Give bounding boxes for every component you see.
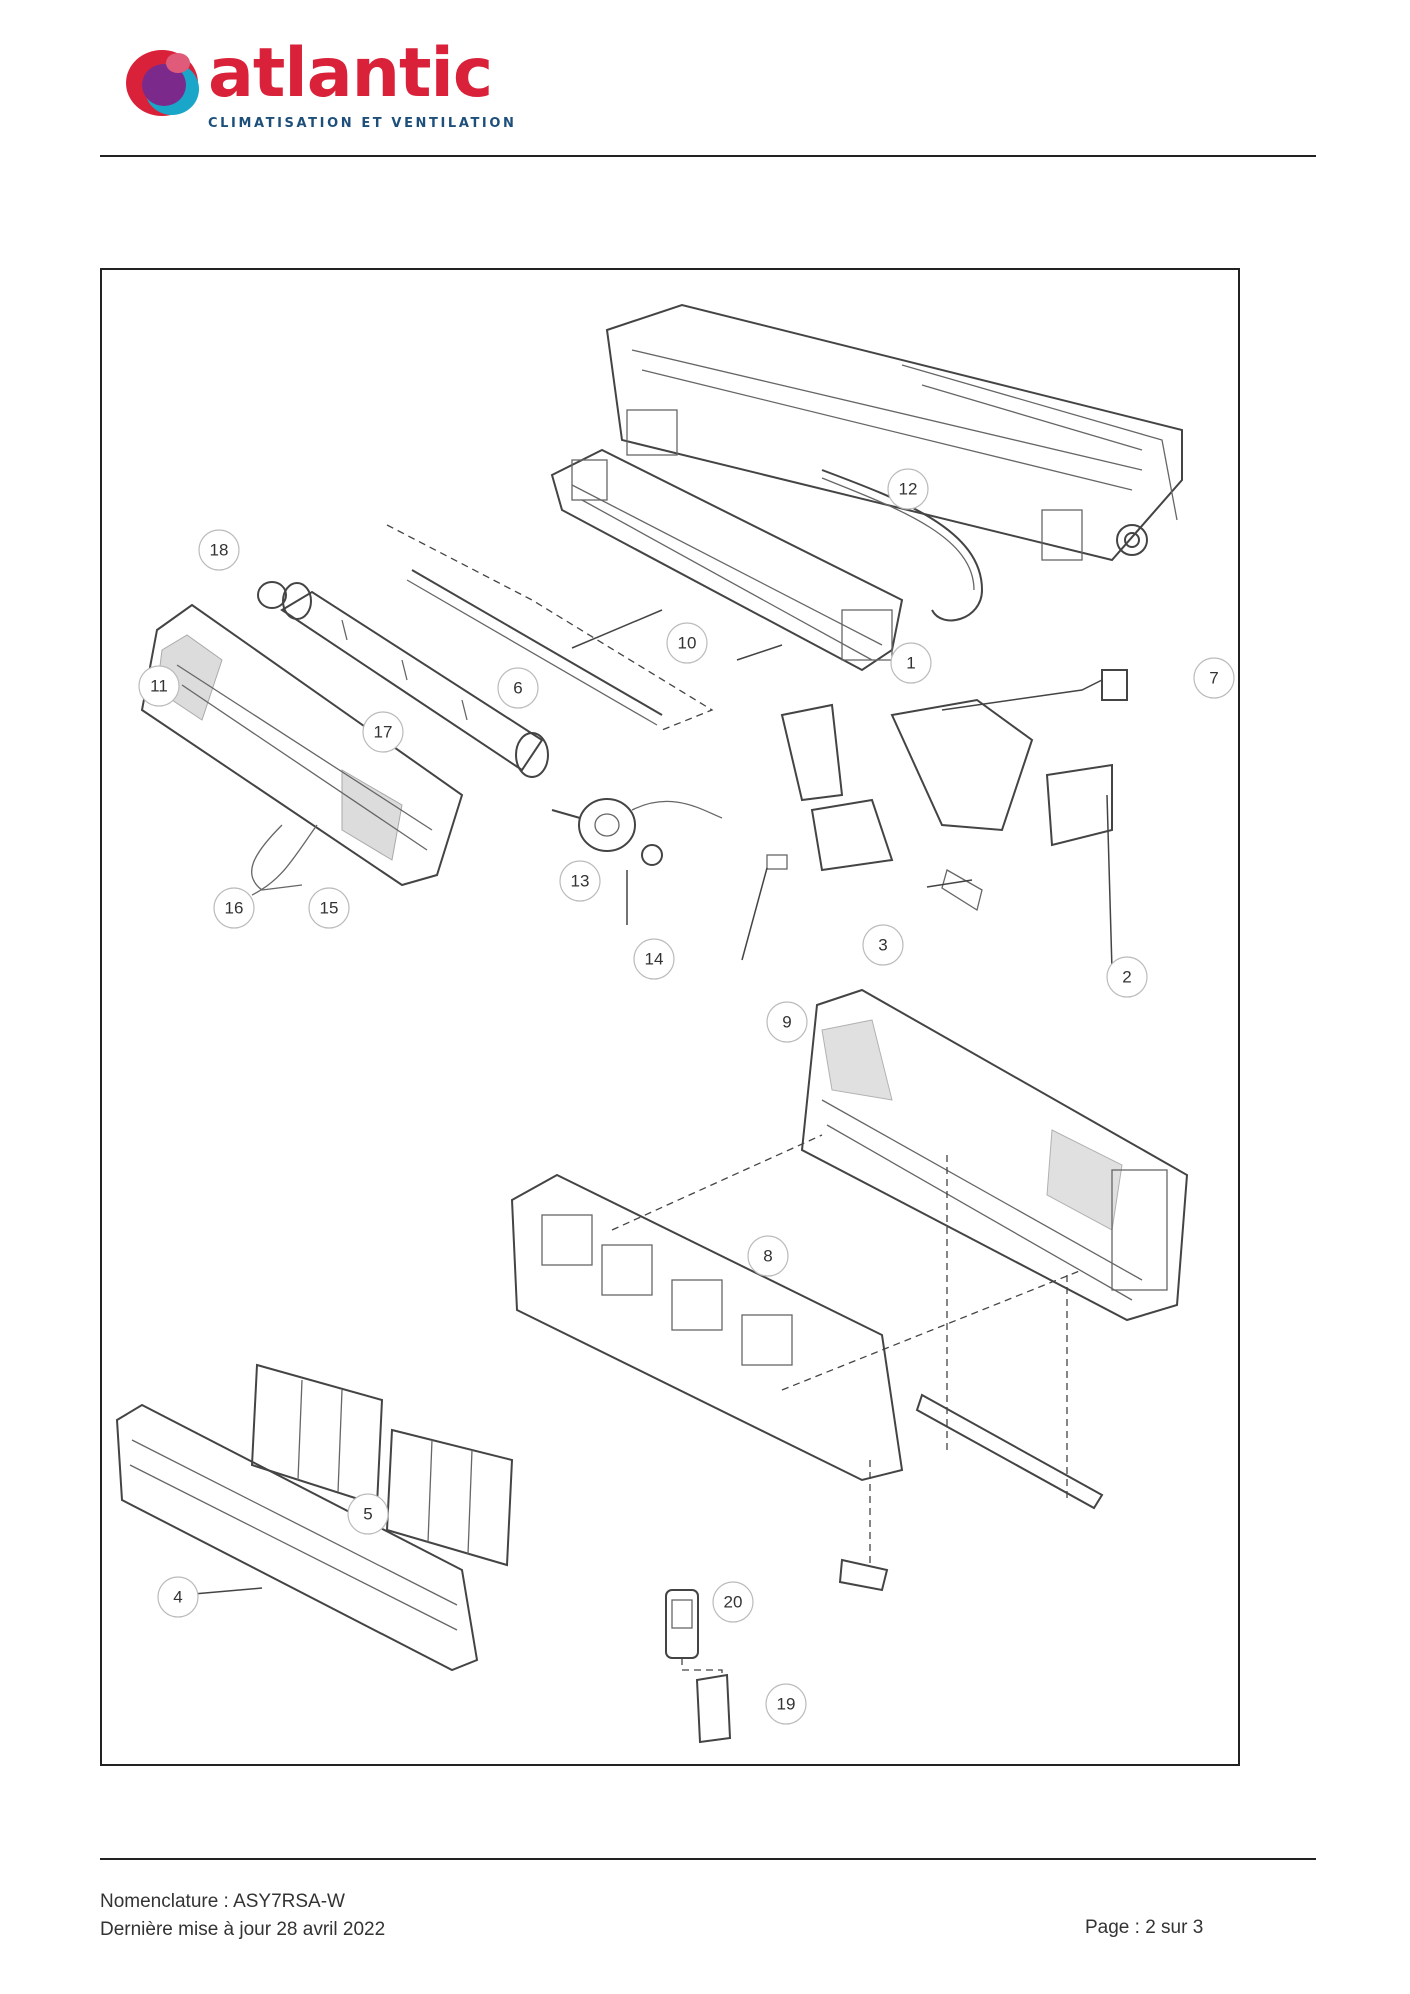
- evaporator-coil-part: [140, 603, 464, 887]
- nomenclature-text: Nomenclature : ASY7RSA-W: [100, 1891, 345, 1912]
- callout-9: 9: [766, 1001, 808, 1043]
- svg-text:19: 19: [777, 1695, 796, 1714]
- louver-strip-part: [386, 524, 714, 731]
- leader-lines: [181, 609, 1113, 1596]
- svg-text:10: 10: [678, 634, 697, 653]
- svg-text:20: 20: [724, 1593, 743, 1612]
- rear-chassis-part: [605, 303, 1183, 562]
- footer-info: Nomenclature : ASY7RSA-W Dernière mise à…: [100, 1888, 385, 1944]
- svg-text:2: 2: [1122, 968, 1131, 987]
- air-filter-part: [250, 1363, 514, 1567]
- bottom-rail-part: [915, 1393, 1104, 1510]
- callout-17: 17: [362, 711, 404, 753]
- thermistor-wires-part: [251, 824, 318, 896]
- callout-14: 14: [633, 938, 675, 980]
- callout-11: 11: [138, 665, 180, 707]
- svg-text:12: 12: [899, 480, 918, 499]
- footer-divider: [100, 1858, 1316, 1860]
- callout-15: 15: [308, 887, 350, 929]
- cross-flow-fan-part: [280, 582, 549, 778]
- svg-text:3: 3: [878, 936, 887, 955]
- remote-holder-part: [681, 1658, 732, 1744]
- callout-2: 2: [1106, 956, 1148, 998]
- svg-text:8: 8: [763, 1247, 772, 1266]
- brand-tagline: CLIMATISATION ET VENTILATION: [208, 116, 517, 131]
- callout-1: 1: [890, 642, 932, 684]
- chassis-frame-part: [550, 448, 904, 672]
- svg-text:9: 9: [782, 1013, 791, 1032]
- callout-20: 20: [712, 1581, 754, 1623]
- page-number: Page : 2 sur 3: [1085, 1917, 1204, 1938]
- pad-part: [838, 1558, 889, 1592]
- callout-10: 10: [666, 622, 708, 664]
- callout-4: 4: [157, 1576, 199, 1618]
- callout-16: 16: [213, 887, 255, 929]
- callout-8: 8: [747, 1235, 789, 1277]
- callout-13: 13: [559, 860, 601, 902]
- callout-3: 3: [862, 924, 904, 966]
- callout-19: 19: [765, 1683, 807, 1725]
- svg-text:16: 16: [225, 899, 244, 918]
- svg-text:15: 15: [320, 899, 339, 918]
- atlantic-logo-icon: [126, 50, 199, 116]
- callout-7: 7: [1193, 657, 1235, 699]
- fan-bearing-part: [257, 581, 287, 609]
- svg-text:5: 5: [363, 1505, 372, 1524]
- svg-text:13: 13: [571, 872, 590, 891]
- svg-text:7: 7: [1209, 669, 1218, 688]
- callout-12: 12: [887, 468, 929, 510]
- svg-text:18: 18: [210, 541, 229, 560]
- front-housing-part: [800, 988, 1189, 1322]
- svg-text:6: 6: [513, 679, 522, 698]
- brand-name: atlantic: [208, 34, 493, 113]
- last-updated-text: Dernière mise à jour 28 avril 2022: [100, 1919, 386, 1940]
- svg-text:11: 11: [150, 677, 168, 696]
- front-grille-part: [510, 1134, 1083, 1482]
- page-header: atlantic CLIMATISATION ET VENTILATION: [0, 0, 1410, 160]
- exploded-view-drawing: 1 2 3 4 5 6 7 8 9 10 11: [115, 303, 1235, 1744]
- drain-hose-part: [821, 469, 984, 622]
- callout-6: 6: [497, 667, 539, 709]
- motor-bearing-part: [641, 844, 663, 866]
- header-divider: [100, 155, 1316, 157]
- svg-text:14: 14: [645, 950, 664, 969]
- exploded-view-diagram: 1 2 3 4 5 6 7 8 9 10 11: [100, 268, 1240, 1766]
- control-box-part: [766, 669, 1128, 912]
- svg-text:4: 4: [173, 1588, 182, 1607]
- callout-18: 18: [198, 529, 240, 571]
- fan-motor-part: [551, 798, 723, 852]
- remote-control-part: [665, 1589, 699, 1659]
- svg-text:1: 1: [906, 654, 915, 673]
- callout-5: 5: [347, 1493, 389, 1535]
- svg-text:17: 17: [374, 723, 393, 742]
- front-panel-part: [115, 1403, 479, 1672]
